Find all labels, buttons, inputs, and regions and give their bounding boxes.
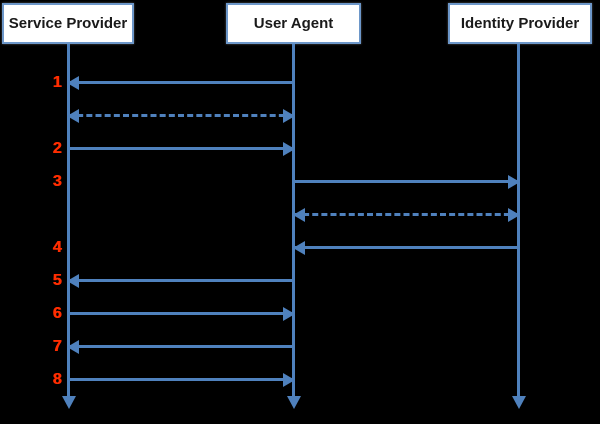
message-line xyxy=(68,114,294,117)
message-arrow-1 xyxy=(67,76,294,90)
message-arrow-2 xyxy=(68,142,295,156)
message-arrow-6 xyxy=(68,307,295,321)
arrowhead-left-icon xyxy=(292,241,305,255)
arrowhead-left-icon xyxy=(292,208,305,222)
arrowhead-down-icon xyxy=(287,396,301,409)
message-line xyxy=(293,180,519,183)
message-arrow-8 xyxy=(68,373,295,387)
message-line xyxy=(293,213,519,216)
step-number-8: 8 xyxy=(52,371,62,388)
actor-box-user-agent: User Agent xyxy=(226,3,361,44)
message-line xyxy=(293,246,519,249)
step-number-7: 7 xyxy=(52,338,62,355)
arrowhead-left-icon xyxy=(67,109,79,123)
message-line xyxy=(68,378,294,381)
message-arrow-5 xyxy=(67,274,294,288)
actor-label-identity-provider: Identity Provider xyxy=(460,15,580,32)
actor-label-user-agent: User Agent xyxy=(253,15,334,32)
step-number-4: 4 xyxy=(52,239,62,256)
arrowhead-right-icon xyxy=(507,175,520,189)
step-number-3: 3 xyxy=(52,173,62,190)
arrowhead-left-icon xyxy=(67,340,79,354)
message-line xyxy=(68,81,294,84)
arrowhead-down-icon xyxy=(61,396,76,409)
arrowhead-left-icon xyxy=(67,76,79,90)
arrowhead-down-icon xyxy=(512,396,526,409)
arrowhead-right-icon xyxy=(282,142,295,156)
arrowhead-left-icon xyxy=(67,274,79,288)
message-line xyxy=(68,279,294,282)
message-arrow-dashed-1 xyxy=(67,109,295,123)
step-number-2: 2 xyxy=(52,140,62,157)
lifeline-line xyxy=(66,44,70,396)
message-line xyxy=(68,312,294,315)
step-number-6: 6 xyxy=(52,305,62,322)
step-number-5: 5 xyxy=(52,272,62,289)
arrowhead-right-icon xyxy=(507,208,520,222)
arrowhead-right-icon xyxy=(282,109,295,123)
actor-box-identity-provider: Identity Provider xyxy=(448,3,592,44)
message-arrow-4 xyxy=(292,241,519,255)
actor-box-service-provider: Service Provider xyxy=(2,3,134,44)
message-arrow-3 xyxy=(293,175,520,189)
message-arrow-dashed-4 xyxy=(292,208,520,222)
message-line xyxy=(68,345,294,348)
arrowhead-right-icon xyxy=(282,373,295,387)
step-number-1: 1 xyxy=(52,74,62,91)
message-line xyxy=(68,147,294,150)
arrowhead-right-icon xyxy=(282,307,295,321)
actor-label-service-provider: Service Provider xyxy=(8,15,128,32)
message-arrow-7 xyxy=(67,340,294,354)
